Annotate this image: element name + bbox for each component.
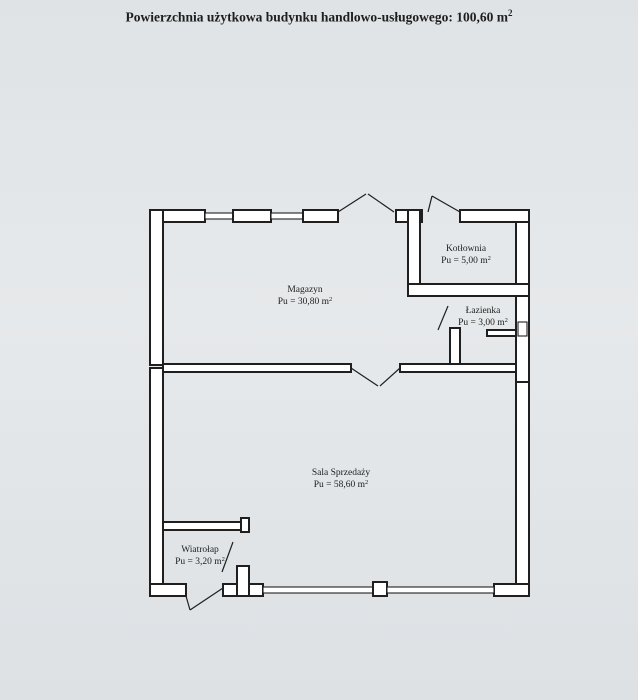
partition-right	[399, 363, 517, 373]
wiatrolap-door-outer	[185, 595, 191, 611]
partition-left	[162, 363, 352, 373]
room-kotlownia-name: Kotłownia	[446, 244, 487, 254]
wall-right	[515, 209, 530, 597]
room-lazienka-name: Łazienka	[466, 306, 502, 316]
window-bottom-1	[262, 586, 374, 594]
room-sala-area: Pu = 58,60 m2	[314, 479, 369, 490]
room-magazyn-area: Pu = 30,80 m2	[278, 296, 333, 307]
page-title: Powierzchnia użytkowa budynku handlowo-u…	[0, 8, 638, 26]
lazienka-wall-right	[515, 295, 530, 383]
lazienka-window	[517, 321, 528, 337]
title-text: Powierzchnia użytkowa budynku handlowo-u…	[125, 9, 509, 25]
pier-top-2	[302, 209, 339, 223]
wiatrolap-door-inner	[221, 541, 234, 573]
window-top-1	[204, 212, 234, 220]
kotlownia-door-swing	[431, 195, 461, 213]
room-magazyn-name: Magazyn	[287, 285, 323, 295]
room-sala-name: Sala Sprzedaży	[312, 468, 371, 478]
wall-top-right	[459, 209, 530, 223]
wall-bottom-right	[493, 583, 530, 597]
window-top-2	[270, 212, 304, 220]
partition-door-left	[350, 367, 379, 387]
wiatrolap-pier	[236, 565, 250, 597]
room-wiatrolap-name: Wiatrołap	[181, 545, 219, 555]
lazienka-stub	[486, 329, 517, 337]
room-wiatrolap-area: Pu = 3,20 m2	[175, 556, 225, 567]
kotlownia-wall-bottom	[407, 283, 530, 297]
title-superscript: 2	[508, 8, 513, 18]
entrance-door-top-right	[367, 193, 395, 213]
wiatrolap-wall-top	[162, 521, 250, 531]
wiatrolap-door-swing	[189, 587, 224, 611]
lazienka-door	[437, 305, 449, 331]
partition-door-right	[379, 367, 401, 387]
entrance-door-top-left	[337, 193, 367, 213]
wall-left-upper	[149, 209, 164, 366]
kotlownia-door	[427, 195, 433, 213]
wiatrolap-wall-right	[240, 517, 250, 533]
room-kotlownia-area: Pu = 5,00 m2	[441, 255, 491, 266]
wall-left-lower	[149, 367, 164, 597]
pier-top-1	[232, 209, 272, 223]
pier-bottom	[372, 581, 388, 597]
wall-bottom-left	[149, 583, 187, 597]
room-lazienka-area: Pu = 3,00 m2	[458, 317, 508, 328]
window-bottom-2	[386, 586, 495, 594]
